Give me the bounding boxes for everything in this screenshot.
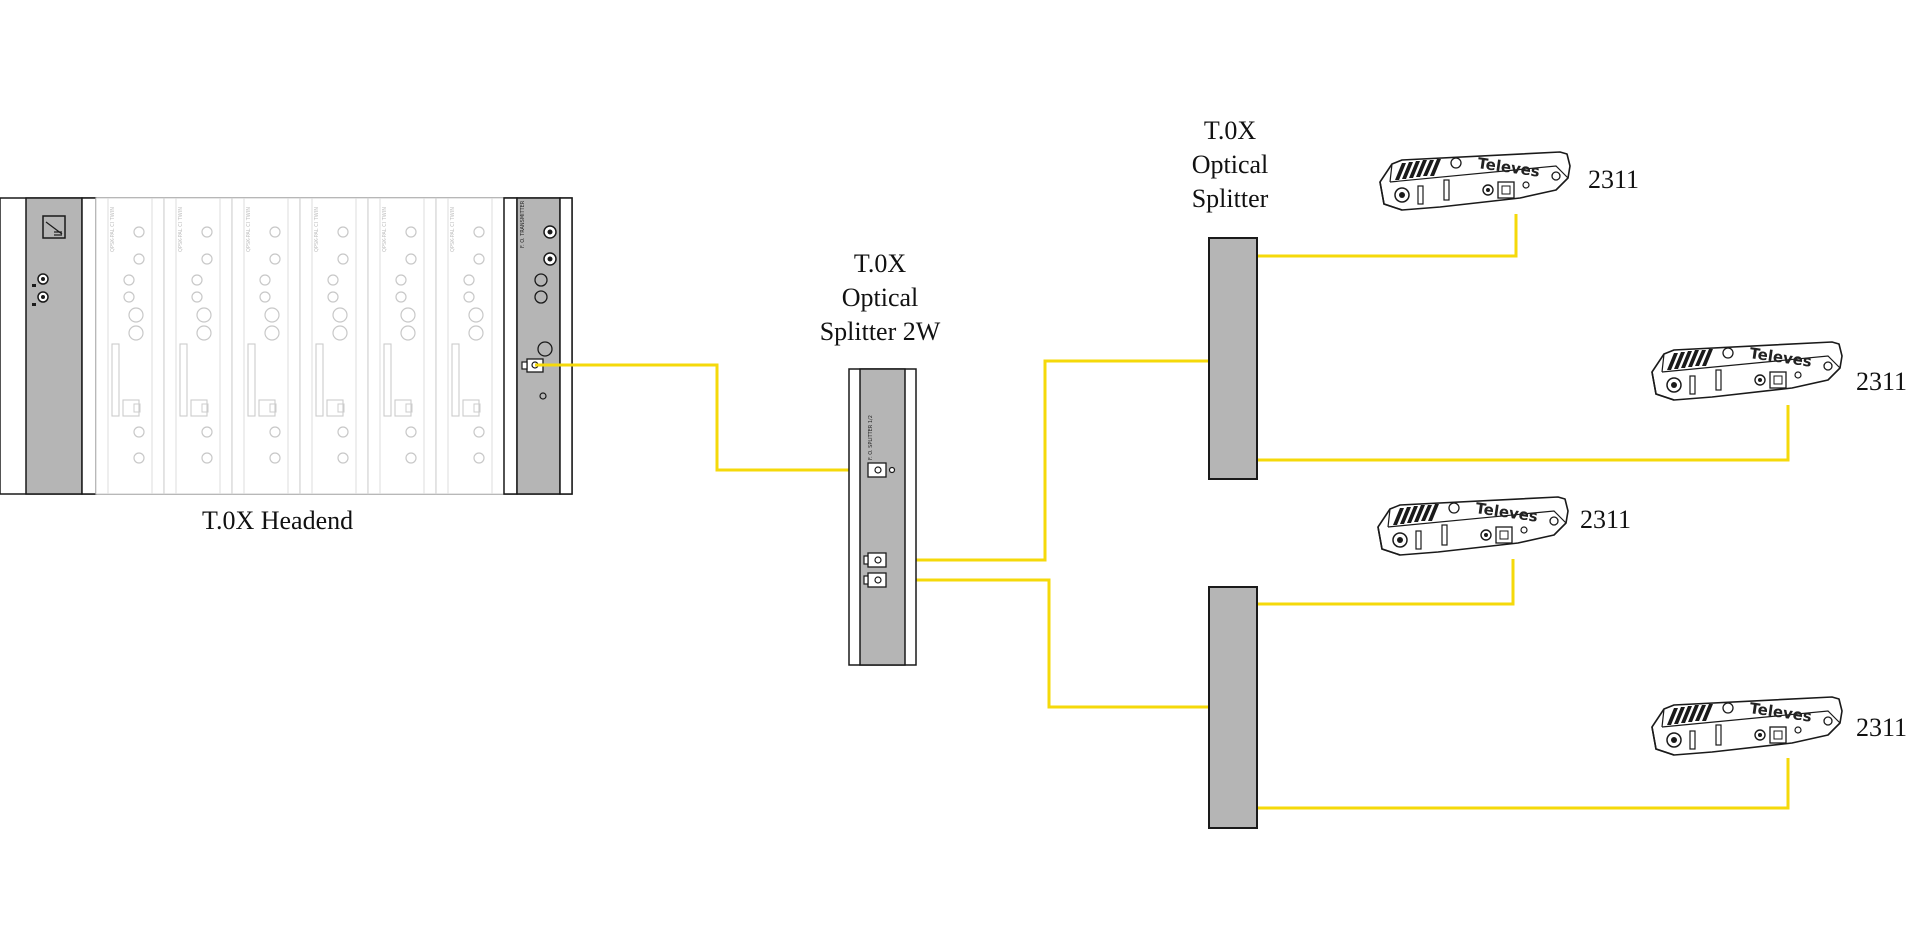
qpsk-module-text: QPSK-PAL CI TWIN — [178, 207, 184, 252]
fiber-upper-splitter-to-receiver-1 — [1239, 214, 1518, 258]
receiver-4-model: 2311 — [1856, 713, 1908, 742]
receiver-2: Televes — [1651, 341, 1843, 401]
power-supply-module — [25, 197, 97, 495]
qpsk-module: QPSK-PAL CI TWIN — [299, 197, 369, 495]
headend-rack: QPSK-PAL CI TWIN QPSK-PAL CI TWIN QPSK-PAL… — [0, 197, 573, 495]
splitter-input-port-icon — [867, 462, 896, 478]
headend-label: T.0X Headend — [202, 506, 354, 535]
receiver-1-model: 2311 — [1588, 165, 1640, 194]
optical-splitter-2w: F. O. SPLITTER 1/2 — [848, 368, 917, 666]
transmitter-text: F. O. TRANSMITTER — [520, 200, 526, 248]
fiber-lower-splitter-to-receiver-3 — [1239, 559, 1515, 606]
qpsk-module: QPSK-PAL CI TWIN — [231, 197, 301, 495]
qpsk-module-text: QPSK-PAL CI TWIN — [382, 207, 388, 252]
splitter-2w-label-line-2: Optical — [841, 283, 919, 312]
fiber-links — [535, 214, 1790, 810]
optical-splitter-label-line-1: T.0X — [1203, 116, 1257, 145]
qpsk-module: QPSK-PAL CI TWIN — [367, 197, 437, 495]
splitter-2w-label: T.0X Optical Splitter 2W — [790, 247, 970, 349]
receiver-1: Televes — [1379, 151, 1571, 211]
fiber-splitter2w-to-upper-splitter — [879, 359, 1230, 562]
qpsk-module-text: QPSK-PAL CI TWIN — [246, 207, 252, 252]
receiver-3-model: 2311 — [1580, 505, 1632, 534]
optical-splitter-label-line-3: Splitter — [1191, 184, 1269, 213]
fiber-upper-splitter-to-receiver-2 — [1239, 405, 1790, 462]
qpsk-module-text: QPSK-PAL CI TWIN — [314, 207, 320, 252]
optical-splitter-lower — [1208, 586, 1258, 829]
qpsk-module: QPSK-PAL CI TWIN — [435, 197, 505, 495]
receiver-3: Televes — [1377, 496, 1569, 556]
receiver-2-model: 2311 — [1856, 367, 1908, 396]
splitter-output-port-1-icon — [863, 552, 887, 568]
splitter-2w-label-line-3: Splitter 2W — [819, 317, 941, 346]
splitter-2w-body-text: F. O. SPLITTER 1/2 — [868, 415, 874, 460]
qpsk-module: QPSK-PAL CI TWIN — [95, 197, 165, 495]
optical-splitter-upper — [1208, 237, 1258, 480]
optical-splitter-label: T.0X Optical Splitter — [1160, 114, 1300, 216]
qpsk-module: QPSK-PAL CI TWIN — [163, 197, 233, 495]
fiber-headend-to-splitter2w — [535, 363, 879, 472]
optical-splitter-label-line-2: Optical — [1191, 150, 1269, 179]
power-symbol-icon — [42, 215, 66, 239]
fiber-splitter2w-to-lower-splitter — [879, 578, 1230, 709]
receiver-4: Televes — [1651, 696, 1843, 756]
qpsk-module-text: QPSK-PAL CI TWIN — [450, 207, 456, 252]
splitter-2w-label-line-1: T.0X — [853, 249, 907, 278]
fiber-lower-splitter-to-receiver-4 — [1239, 758, 1790, 810]
qpsk-module-text: QPSK-PAL CI TWIN — [110, 207, 116, 252]
transmitter-module: F. O. TRANSMITTER — [503, 197, 573, 495]
qpsk-modules: QPSK-PAL CI TWIN QPSK-PAL CI TWIN QPSK-PAL… — [95, 197, 505, 495]
splitter-output-port-2-icon — [863, 572, 887, 588]
